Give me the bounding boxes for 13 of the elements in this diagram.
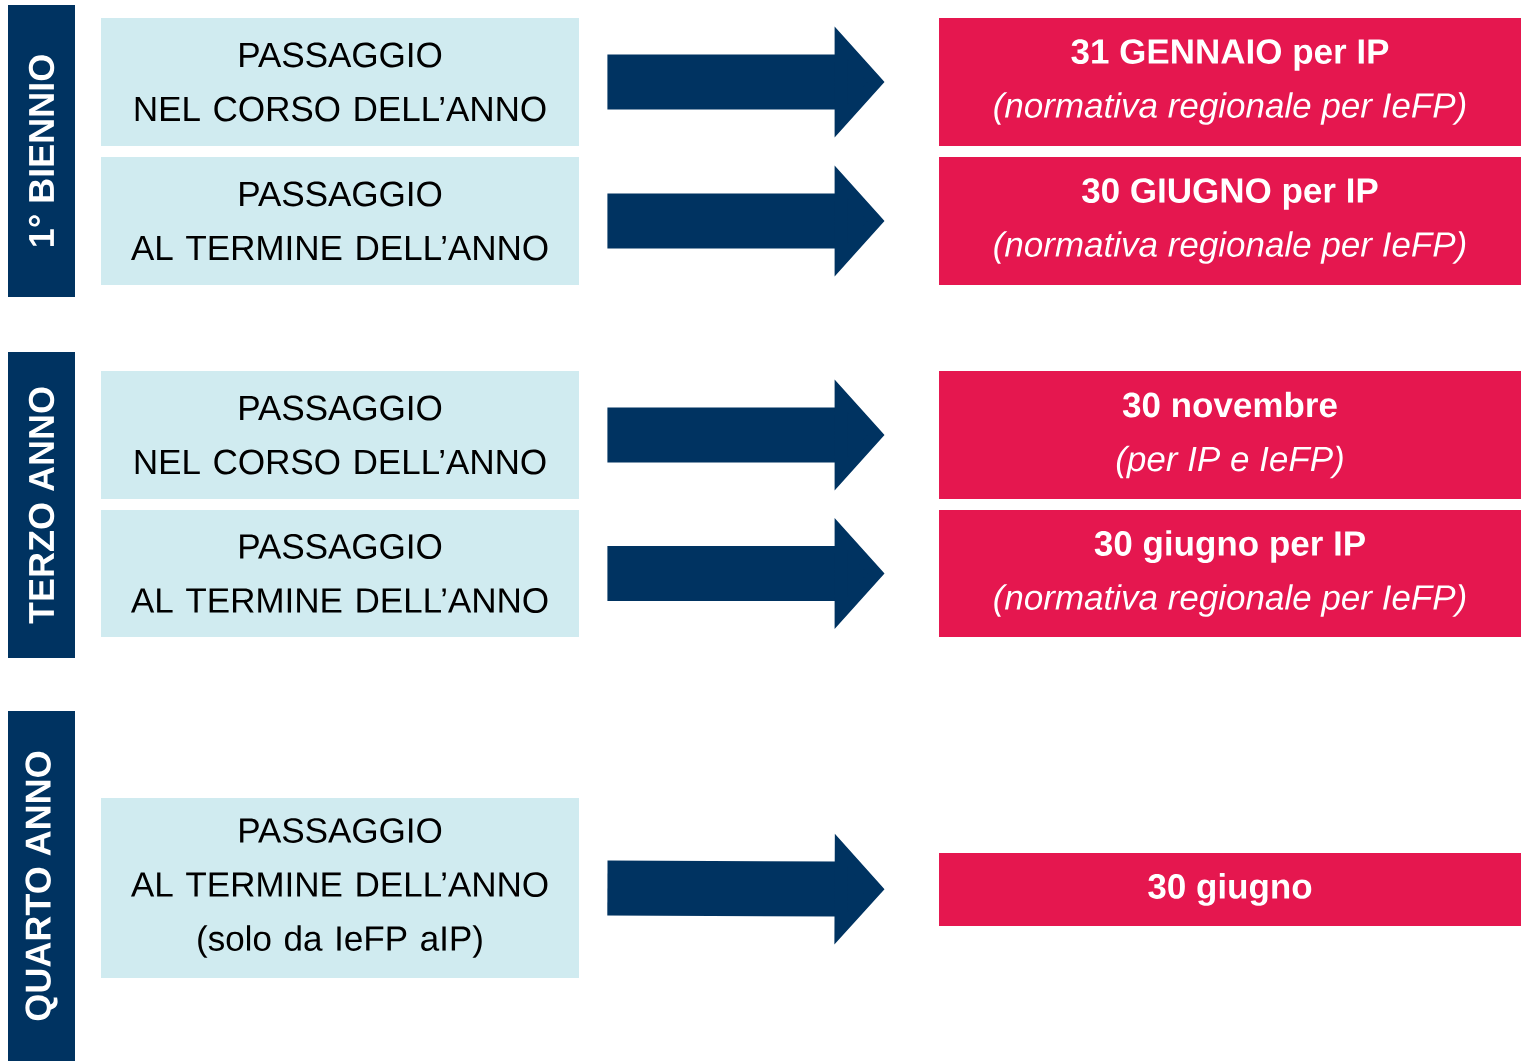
deadline-box: 30 giugno [939, 853, 1521, 926]
section-band: QUARTO ANNO [8, 711, 75, 1061]
deadline-box: 30 GIUGNO per IP (normativa regionale per IeFP) [939, 157, 1521, 285]
deadline-box: 30 giugno per IP (normativa regionale per IeFP) [939, 510, 1521, 637]
section-band: 1° BIENNIO [8, 5, 75, 297]
step-box: PASSAGGIO AL TERMINE DELL’ANNO [101, 157, 579, 285]
step-box: PASSAGGIO AL TERMINE DELL’ANNO (solo da IeFP aIP) [101, 798, 579, 978]
deadline-box: 30 novembre (per IP e IeFP) [939, 371, 1521, 499]
section-band: TERZO ANNO [8, 352, 75, 658]
deadline-box: 31 GENNAIO per IP (normativa regionale per IeFP) [939, 18, 1521, 146]
step-box: PASSAGGIO AL TERMINE DELL’ANNO [101, 510, 579, 637]
step-box: PASSAGGIO NEL CORSO DELL’ANNO [101, 371, 579, 499]
step-box: PASSAGGIO NEL CORSO DELL’ANNO [101, 18, 579, 146]
